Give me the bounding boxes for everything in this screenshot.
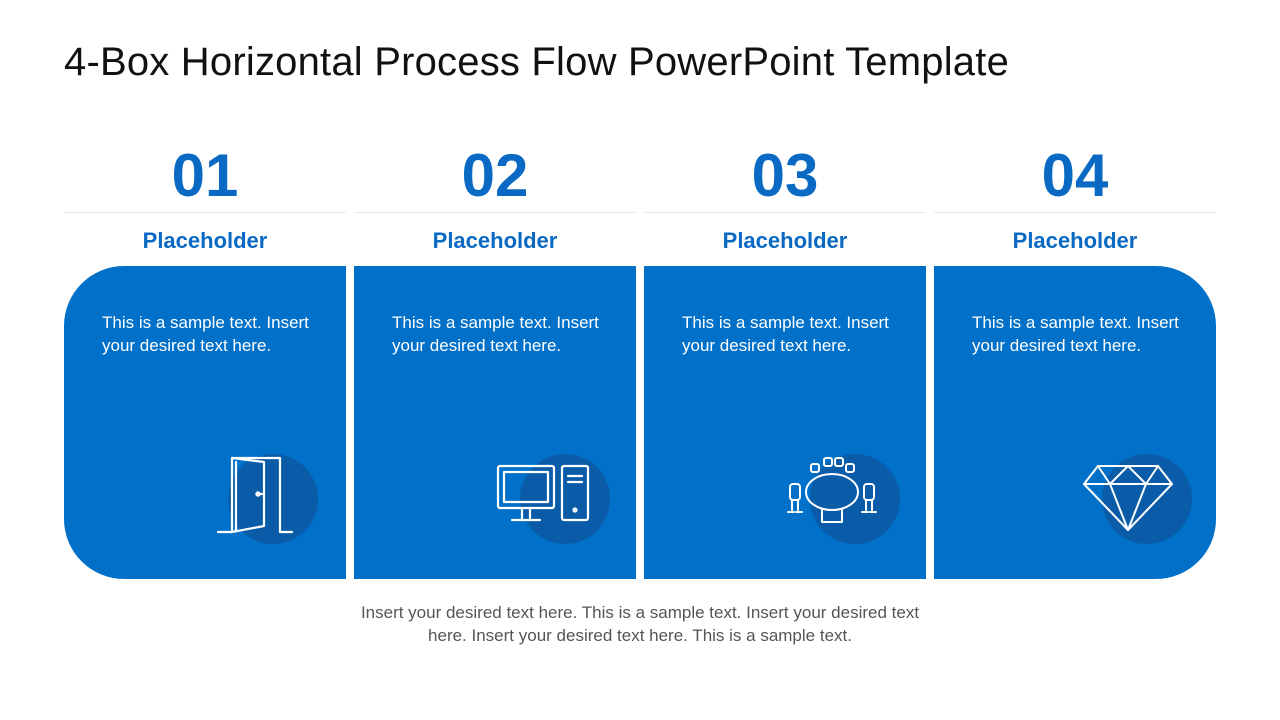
- icon-background-circle: [520, 454, 610, 544]
- step-description: This is a sample text. Insert your desir…: [102, 313, 309, 355]
- door-icon: [208, 452, 308, 542]
- diamond-icon: [1078, 452, 1178, 542]
- meeting-table-icon: [782, 452, 882, 542]
- step-label: Placeholder: [432, 228, 558, 253]
- step-box: This is a sample text. Insert your desir…: [354, 266, 636, 579]
- step-number: 02: [461, 142, 529, 209]
- process-step-1: 01 Placeholder This is a sample text. In…: [64, 140, 346, 580]
- icon-background-circle: [1102, 454, 1192, 544]
- divider: [644, 212, 926, 213]
- process-step-2: 02 Placeholder This is a sample text. In…: [354, 140, 636, 580]
- step-label: Placeholder: [1012, 228, 1138, 253]
- step-number: 01: [171, 142, 239, 209]
- step-box: This is a sample text. Insert your desir…: [934, 266, 1216, 579]
- step-description: This is a sample text. Insert your desir…: [682, 313, 889, 355]
- divider: [934, 212, 1216, 213]
- step-description: This is a sample text. Insert your desir…: [392, 313, 599, 355]
- divider: [64, 212, 346, 213]
- footer-caption: Insert your desired text here. This is a…: [360, 603, 920, 645]
- step-box: This is a sample text. Insert your desir…: [644, 266, 926, 579]
- step-box: This is a sample text. Insert your desir…: [64, 266, 346, 579]
- process-step-3: 03 Placeholder This is a sample text. In…: [644, 140, 926, 580]
- process-step-4: 04 Placeholder This is a sample text. In…: [934, 140, 1216, 580]
- slide-title: 4-Box Horizontal Process Flow PowerPoint…: [64, 40, 1010, 84]
- step-number: 04: [1041, 142, 1109, 209]
- computer-icon: [492, 452, 592, 542]
- step-label: Placeholder: [722, 228, 848, 253]
- divider: [354, 212, 636, 213]
- step-label: Placeholder: [142, 228, 268, 253]
- step-description: This is a sample text. Insert your desir…: [972, 313, 1179, 355]
- step-number: 03: [751, 142, 819, 209]
